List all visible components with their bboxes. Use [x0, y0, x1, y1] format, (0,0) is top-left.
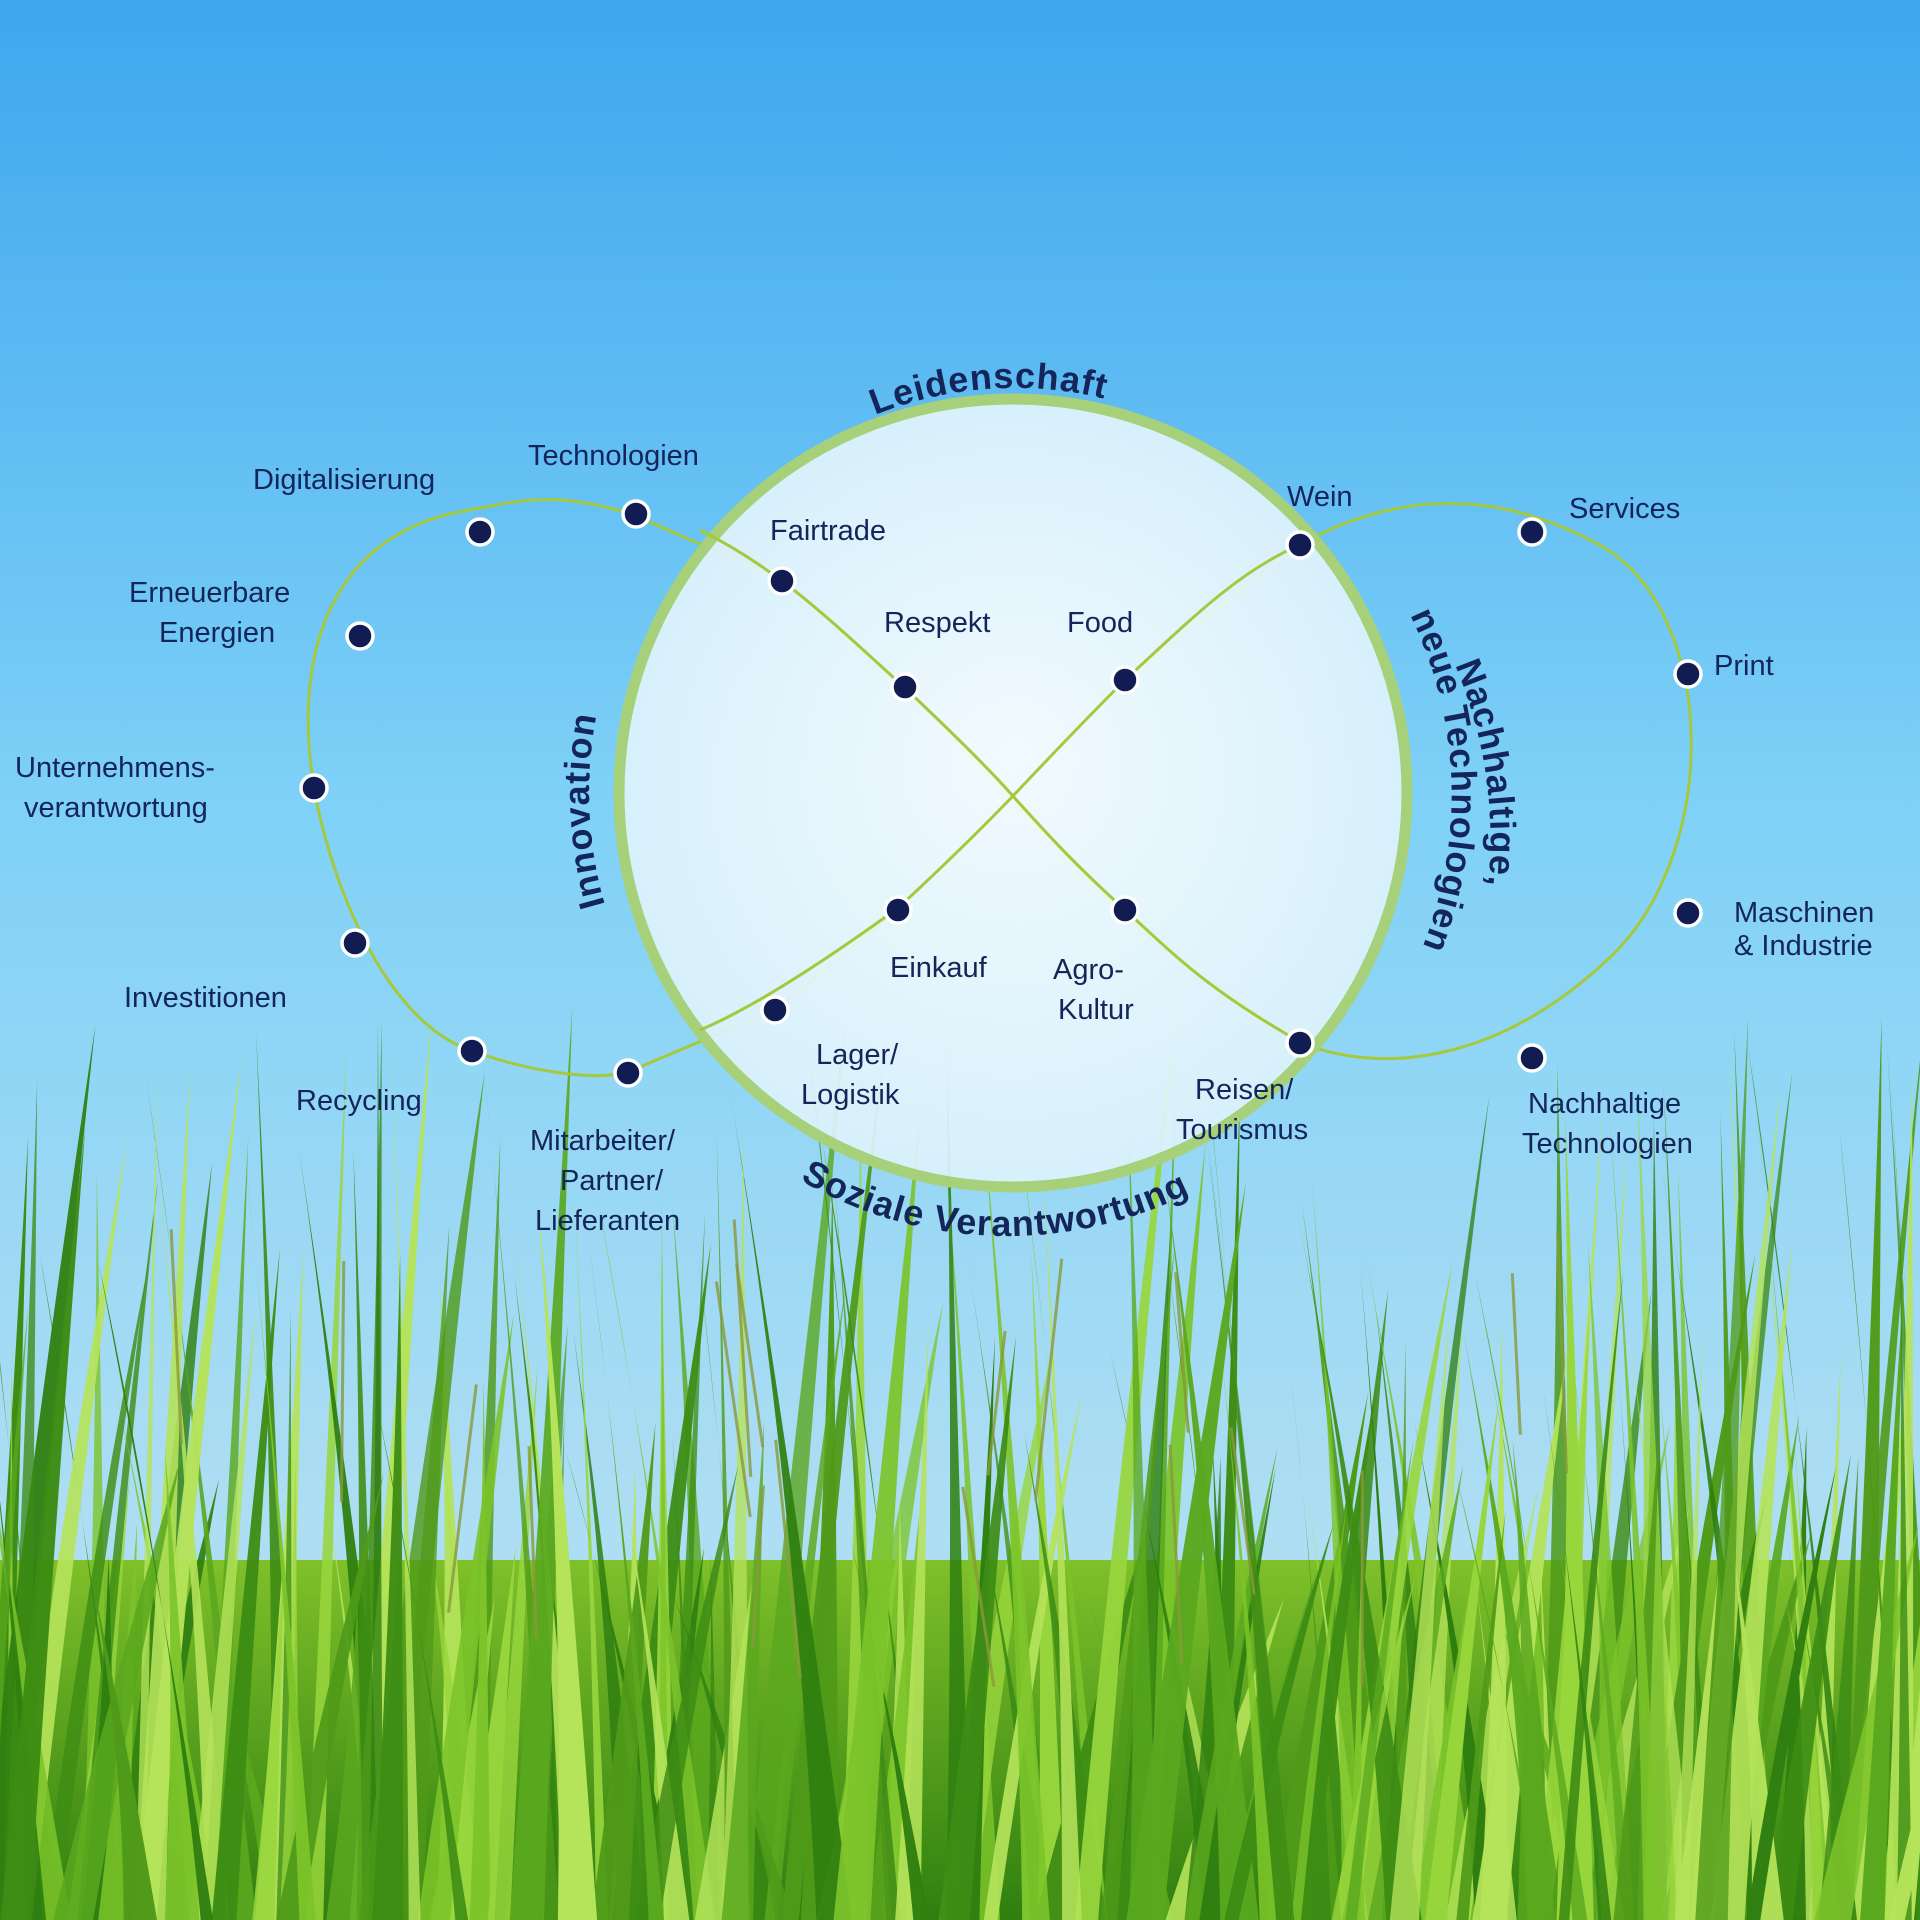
label-wein: Wein [1287, 481, 1353, 513]
label-print: Print [1714, 650, 1774, 682]
label-respekt: Respekt [884, 607, 990, 639]
label-recycling: Recycling [296, 1085, 422, 1117]
node-dot-reisen [1285, 1028, 1315, 1058]
label-investitionen: Investitionen [124, 982, 287, 1014]
label-mitarbeiter-line2: Partner/ [560, 1165, 664, 1197]
label-lager-line1: Lager/ [816, 1039, 899, 1071]
label-reisen-line2: Tourismus [1176, 1114, 1308, 1146]
node-dot-services [1517, 517, 1547, 547]
node-dots [299, 499, 1703, 1088]
node-dot-recycling [457, 1036, 487, 1066]
node-dot-investitionen [340, 928, 370, 958]
node-dot-print [1673, 659, 1703, 689]
grass-foreground [0, 1000, 1920, 1920]
label-technologien: Technologien [528, 440, 699, 472]
inner-labels: Fairtrade Respekt Food Wein Einkauf Agro… [770, 481, 1353, 1146]
node-dot-einkauf [883, 895, 913, 925]
node-dot-technologien [621, 499, 651, 529]
label-mitarbeiter-line3: Lieferanten [535, 1205, 680, 1237]
label-digitalisierung: Digitalisierung [253, 464, 435, 496]
label-maschinen-line2: & Industrie [1734, 930, 1873, 962]
node-dot-food [1110, 665, 1140, 695]
label-agro-line1: Agro- [1053, 954, 1124, 986]
label-reisen-line1: Reisen/ [1195, 1074, 1294, 1106]
label-nachhaltige-line1: Nachhaltige [1528, 1088, 1681, 1120]
infinity-loop-line [306, 498, 1693, 1078]
node-dot-unternehmens [299, 773, 329, 803]
label-unternehmens-line1: Unternehmens- [15, 752, 215, 784]
node-dot-maschinen [1673, 898, 1703, 928]
cross-lines [699, 528, 1301, 1044]
central-circle [613, 393, 1413, 1193]
node-dot-fairtrade [767, 566, 797, 596]
node-dot-lager [760, 995, 790, 1025]
node-dot-mitarbeiter [613, 1058, 643, 1088]
node-dot-wein [1285, 530, 1315, 560]
node-dot-digitalisierung [465, 517, 495, 547]
label-food: Food [1067, 607, 1133, 639]
node-dot-respekt [890, 672, 920, 702]
right-labels: Services Print Maschinen & Industrie Nac… [1522, 493, 1874, 1160]
label-unternehmens-line2: verantwortung [24, 792, 208, 824]
label-erneuerbare-line2: Energien [159, 617, 275, 649]
left-labels: Technologien Digitalisierung Erneuerbare… [15, 440, 699, 1237]
label-services: Services [1569, 493, 1680, 525]
label-agro-line2: Kultur [1058, 994, 1134, 1026]
label-lager-line2: Logistik [801, 1079, 900, 1111]
label-erneuerbare-line1: Erneuerbare [129, 577, 290, 609]
label-fairtrade: Fairtrade [770, 515, 886, 547]
node-dot-erneuerbare [345, 621, 375, 651]
label-nachhaltige-line2: Technologien [1522, 1128, 1693, 1160]
label-einkauf: Einkauf [890, 952, 988, 984]
node-dot-nachhaltige [1517, 1043, 1547, 1073]
node-dot-agrokultur [1110, 895, 1140, 925]
label-mitarbeiter-line1: Mitarbeiter/ [530, 1125, 676, 1157]
label-maschinen-line1: Maschinen [1734, 897, 1874, 929]
